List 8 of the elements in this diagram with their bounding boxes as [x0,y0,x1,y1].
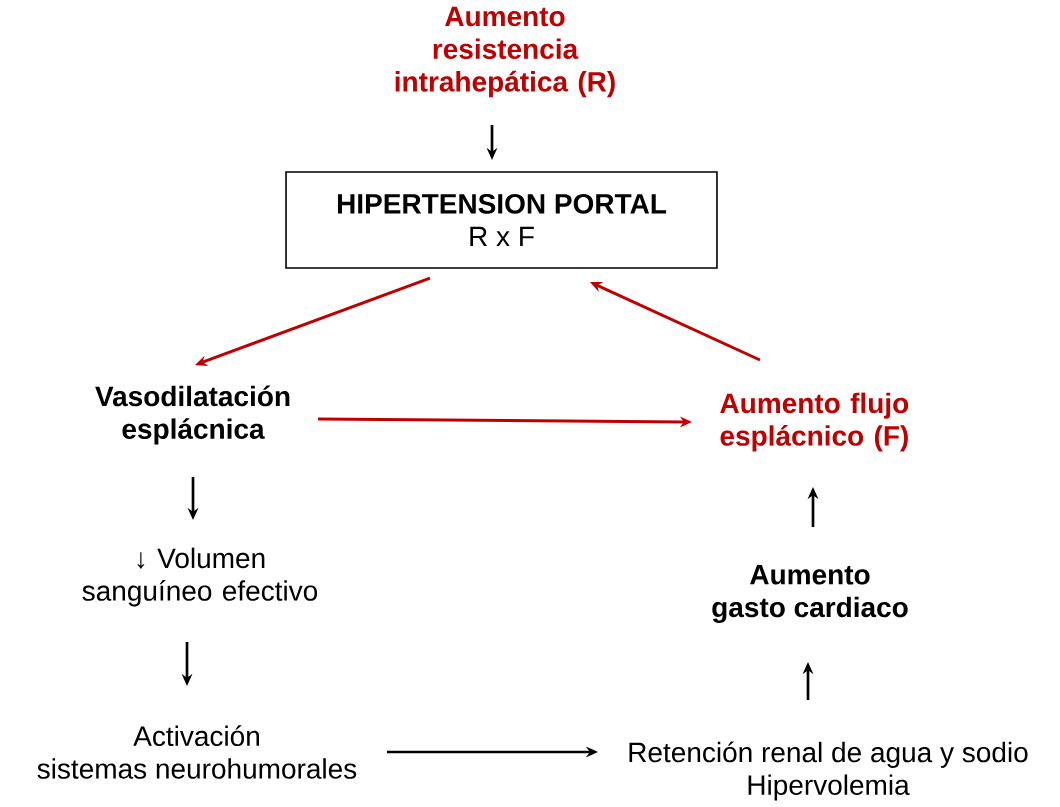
effect-text: Aumento flujo esplácnico (F) [720,392,909,452]
effect-text: Retención renal de agua y sodio Hipervolemia [629,741,1028,801]
process-box: HIPERTENSION PORTAL R x F [285,171,718,269]
effect-text: Activación sistemas neurohumorales [37,725,357,779]
effect-text: Aumento gasto cardiaco [712,565,908,623]
effect-text: ↓ Volumen sanguíneo efectivo [82,547,318,607]
effect-text: Vasodilatación esplácnica [95,385,290,445]
cause-text: Aumento resistencia intrahepática (R) [395,6,615,98]
